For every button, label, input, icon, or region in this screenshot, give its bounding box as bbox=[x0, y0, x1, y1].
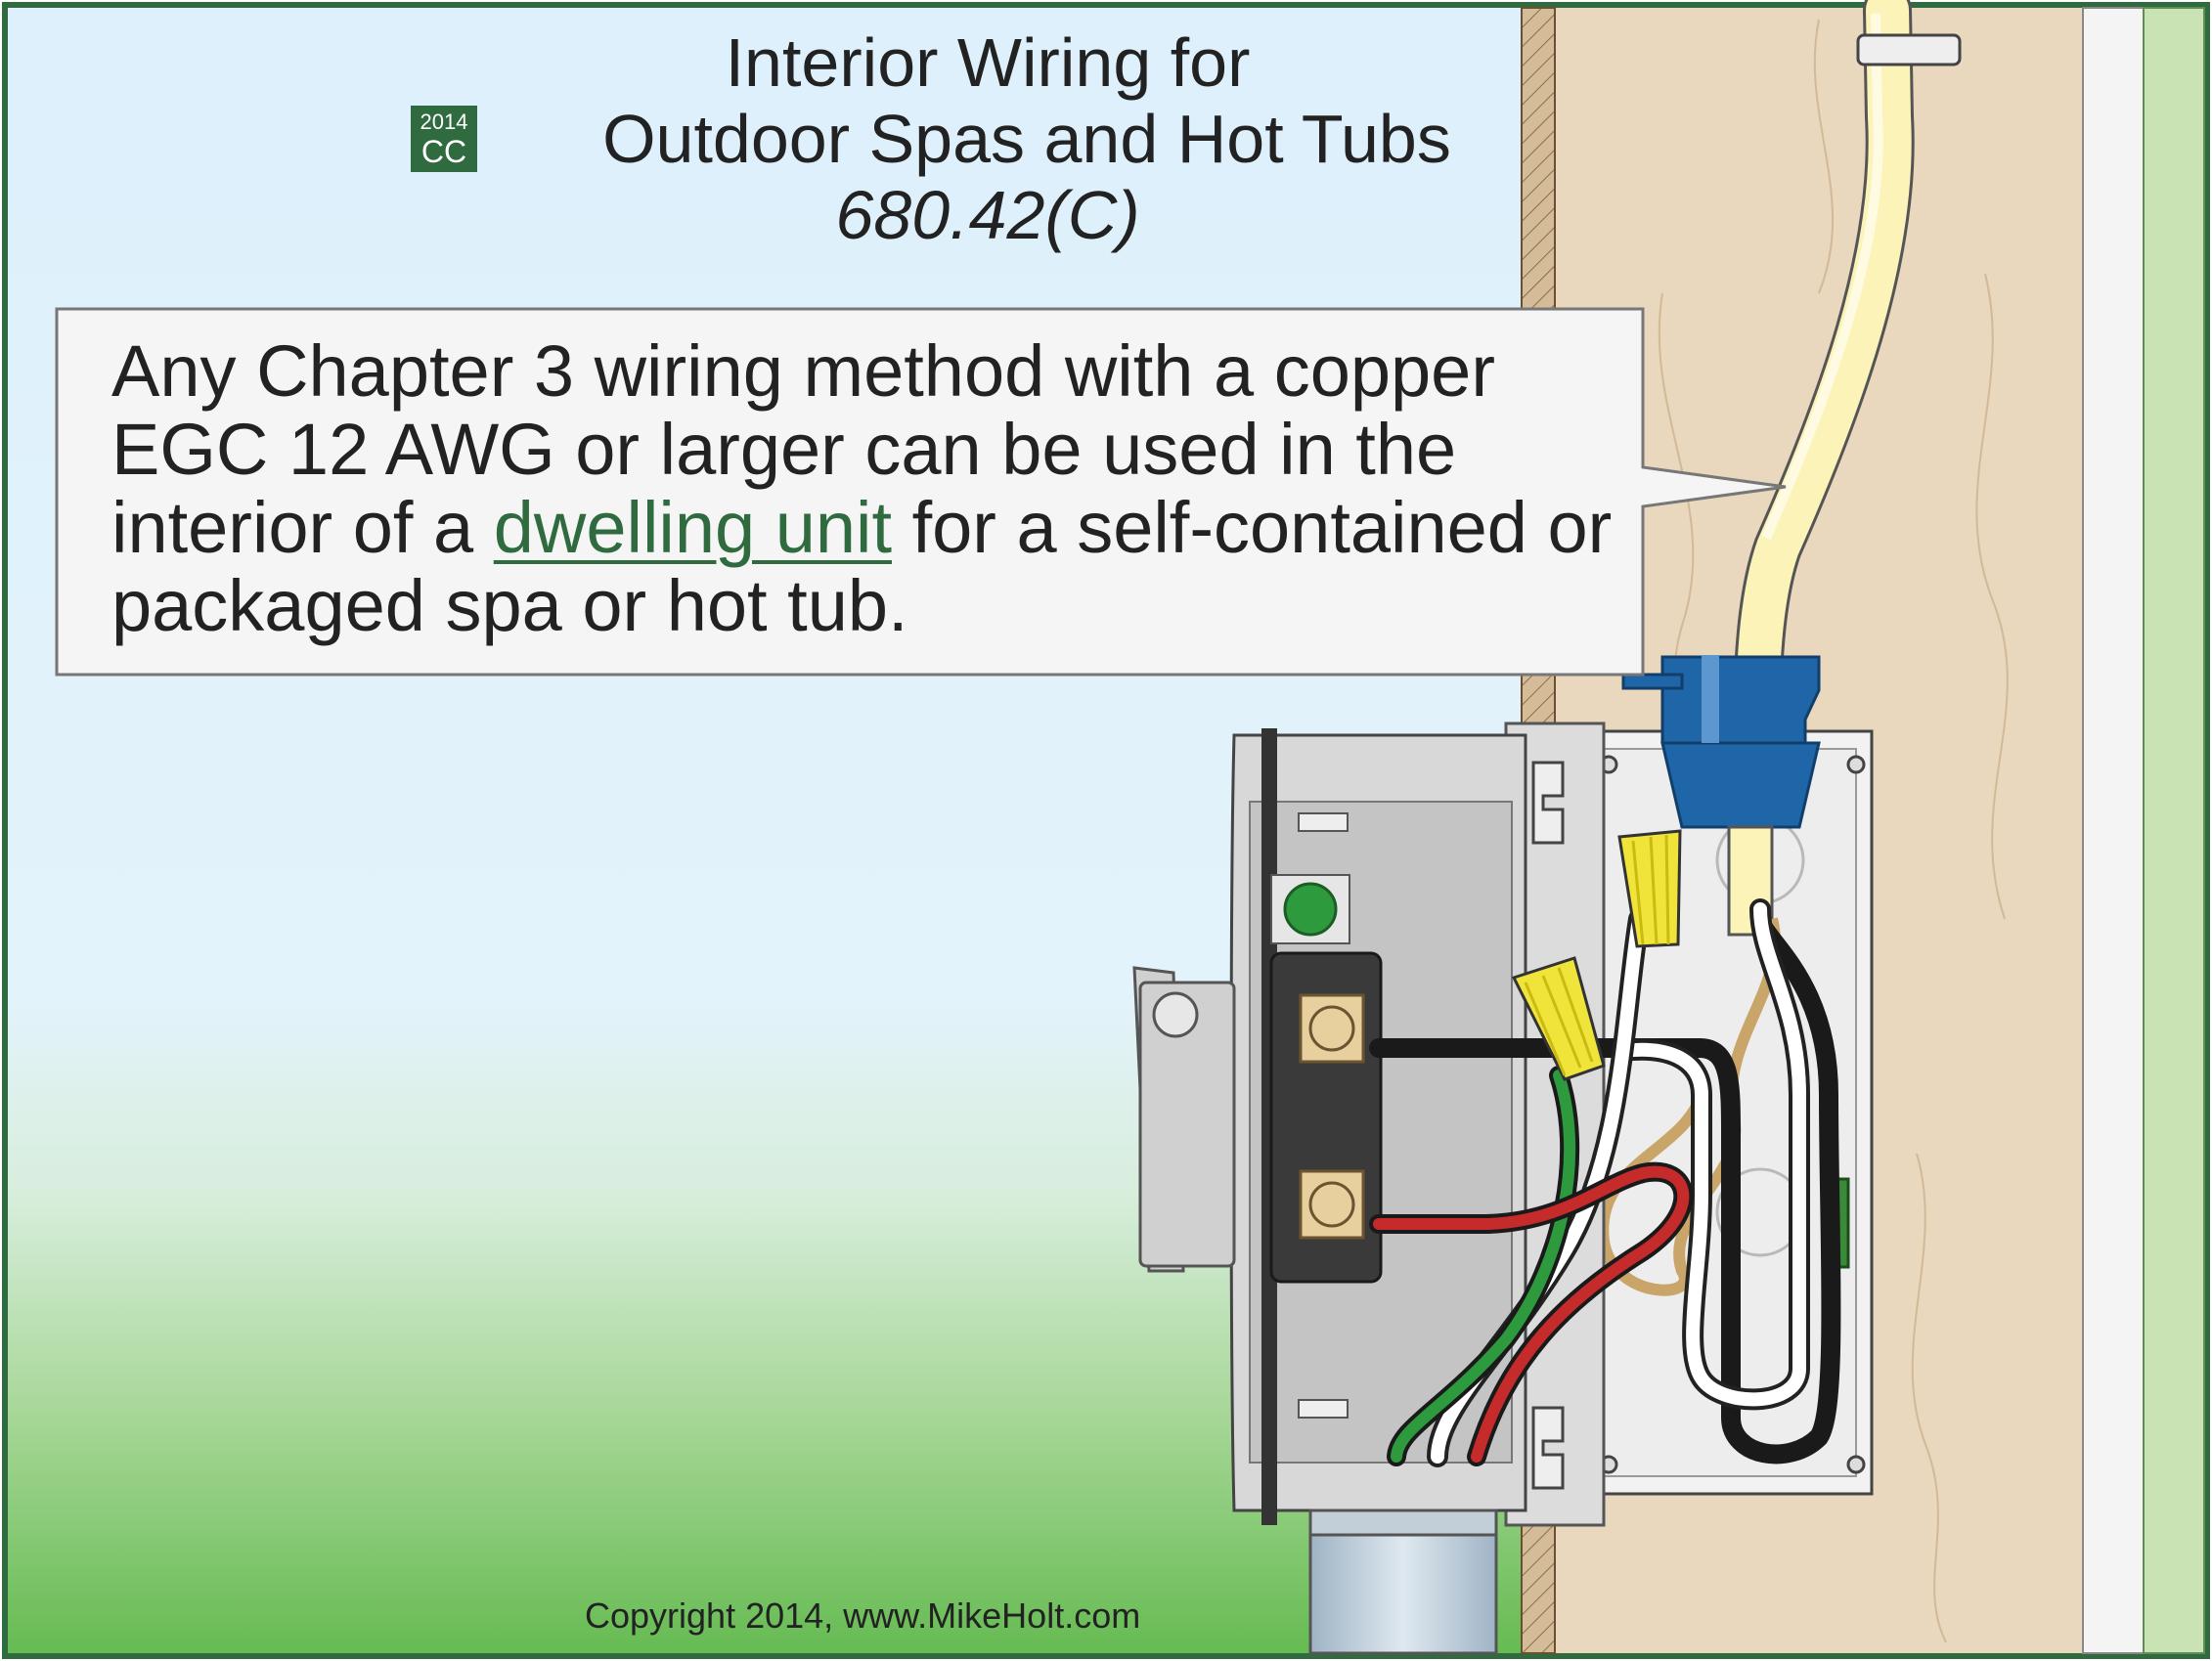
callout-text: Any Chapter 3 wiring method with a coppe… bbox=[111, 332, 1637, 645]
badge-year: 2014 bbox=[420, 109, 468, 134]
callout-text-before: Any Chapter 3 wiring method with a coppe… bbox=[111, 330, 1495, 568]
terminal-screws bbox=[1299, 993, 1365, 1240]
title-line-2: Outdoor Spas and Hot Tubs bbox=[602, 101, 1451, 177]
wires bbox=[1369, 898, 1841, 1467]
callout-text-after: for a self-contained or packaged spa or … bbox=[111, 487, 1613, 646]
code-section-reference: 680.42(C) bbox=[835, 177, 1140, 253]
title-line-1: Interior Wiring for bbox=[725, 24, 1251, 101]
enclosure-hinge bbox=[1132, 966, 1236, 1273]
cable-connector bbox=[1621, 655, 1821, 829]
code-year-badge: 2014 CC bbox=[411, 106, 477, 172]
green-strip bbox=[2143, 7, 2205, 1654]
ground-screw bbox=[1283, 882, 1338, 937]
dwelling-unit-link[interactable]: dwelling unit bbox=[493, 487, 893, 568]
wire-nut-1 bbox=[1511, 956, 1606, 1081]
wall-trim bbox=[2082, 7, 2145, 1654]
wire-nut-2 bbox=[1617, 829, 1682, 948]
copyright-notice: Copyright 2014, www.MikeHolt.com bbox=[585, 1595, 1141, 1636]
badge-code: CC bbox=[420, 134, 467, 169]
cable-strap bbox=[1856, 33, 1962, 66]
callout-box bbox=[55, 307, 1787, 677]
